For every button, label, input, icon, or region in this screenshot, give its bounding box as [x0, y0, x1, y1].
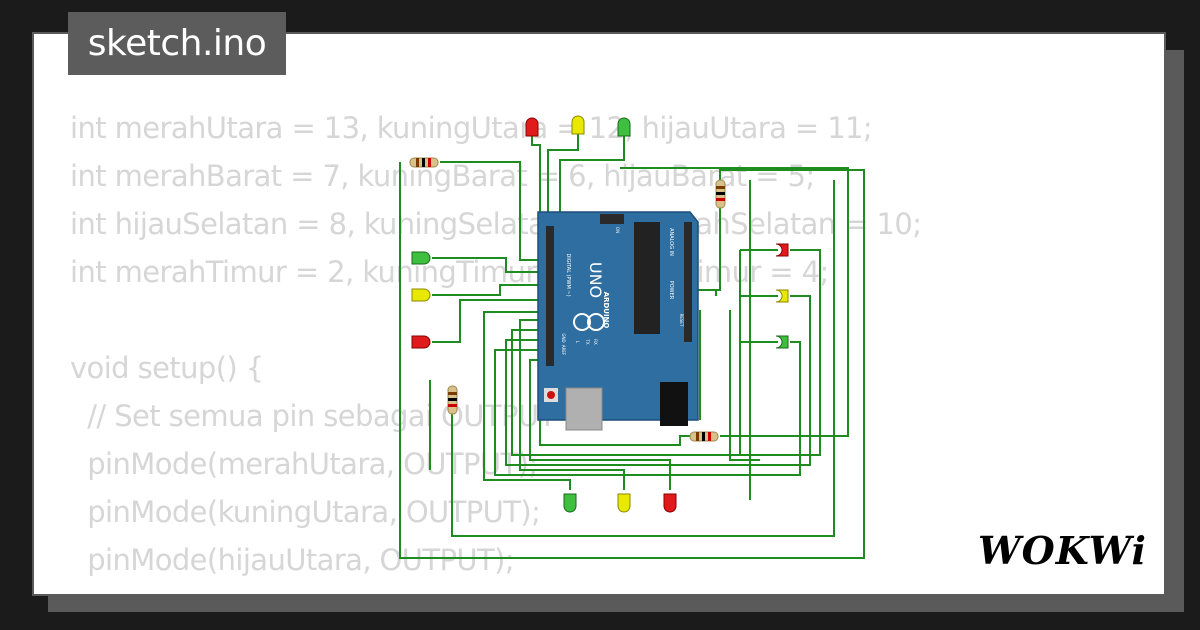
tx-label: TX: [585, 338, 590, 344]
led-yellow[interactable]: [775, 289, 789, 303]
aref-label: AREF: [561, 345, 566, 356]
logo-text: WOKWi: [978, 528, 1147, 573]
digital-label: DIGITAL (PWM ~): [565, 253, 571, 296]
analog-label: ANALOG IN: [668, 228, 674, 256]
code-line: pinMode(hijauUtara, OUTPUT);: [70, 543, 515, 577]
board-brand-label: ARDUINO: [602, 292, 610, 329]
code-line: void setup() {: [70, 351, 264, 385]
led-red[interactable]: [663, 493, 677, 513]
led-red[interactable]: [775, 243, 789, 257]
board-model-label: UNO: [586, 262, 605, 298]
code-line: // Set semua pin sebagai OUTPUT: [70, 399, 556, 433]
sketch-file-title: sketch.ino: [68, 12, 286, 75]
resistor: [689, 431, 719, 442]
resistor: [409, 157, 439, 168]
reset-label: RESET: [679, 314, 684, 327]
led-red[interactable]: [525, 117, 539, 137]
code-line: pinMode(merahUtara, OUTPUT);: [70, 447, 538, 481]
l-label: L: [575, 341, 580, 344]
on-label: ON: [615, 227, 620, 233]
led-yellow[interactable]: [411, 288, 431, 302]
wokwi-logo: WOKWi: [978, 528, 1154, 578]
resistor: [447, 385, 458, 415]
rx-label: RX: [593, 339, 598, 345]
arduino-uno-board[interactable]: UNO ARDUINO DIGITAL (PWM ~) ANALOG IN PO…: [537, 211, 699, 431]
led-yellow[interactable]: [617, 493, 631, 513]
code-line: int merahUtara = 13, kuningUtara = 12, h…: [70, 111, 873, 145]
led-green[interactable]: [617, 117, 631, 137]
power-label: POWER: [668, 281, 674, 300]
code-line: pinMode(kuningUtara, OUTPUT);: [70, 495, 541, 529]
led-green[interactable]: [563, 493, 577, 513]
led-red[interactable]: [411, 335, 431, 349]
gnd-label: GND: [561, 333, 566, 342]
led-green[interactable]: [775, 335, 789, 349]
resistor: [715, 179, 726, 209]
led-green[interactable]: [411, 251, 431, 265]
led-yellow[interactable]: [571, 115, 585, 135]
